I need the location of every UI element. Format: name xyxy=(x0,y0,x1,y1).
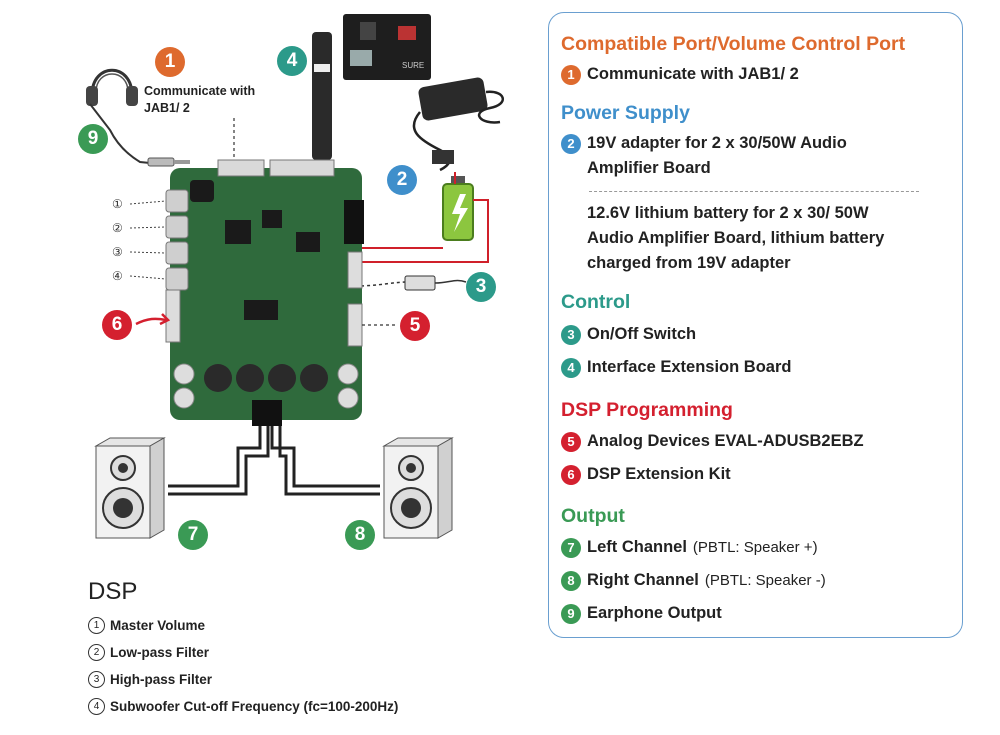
row-6: 6 DSP Extension Kit xyxy=(561,462,731,487)
row-3: 3 On/Off Switch xyxy=(561,322,696,347)
dsp-item-label: Master Volume xyxy=(110,618,206,633)
lithium-battery-icon xyxy=(442,176,474,241)
dsp-item-master-volume: 1 Master Volume xyxy=(88,612,398,639)
switch-connector-icon xyxy=(354,275,467,291)
info-panel: Compatible Port/Volume Control Port 1 Co… xyxy=(548,12,963,638)
callout-1-text: Communicate with JAB1/ 2 xyxy=(144,84,256,115)
row-text-7: Left Channel xyxy=(587,538,687,556)
row-text-2-line1: 19V adapter for 2 x 30/50W Audio xyxy=(587,134,847,152)
interface-extension-board-icon: SURE xyxy=(343,14,431,80)
row-text-2b-line2: Audio Amplifier Board, lithium battery xyxy=(587,229,885,247)
battery-wire-positive xyxy=(355,199,489,263)
row-text-2b-line3: charged from 19V adapter xyxy=(587,254,791,272)
callout-4-badge: 4 xyxy=(277,46,307,76)
row-text-3: On/Off Switch xyxy=(587,325,697,343)
extension-antenna-icon xyxy=(312,32,332,160)
section-title-output: Output xyxy=(561,505,625,527)
callout-3-badge: 3 xyxy=(466,272,496,302)
section-title-control: Control xyxy=(561,291,631,313)
dsp-item-label: Low-pass Filter xyxy=(110,645,210,660)
row-badge-8: 8 xyxy=(561,571,581,591)
row-text-4: Interface Extension Board xyxy=(587,358,792,376)
row-text-5: Analog Devices EVAL-ADUSB2EBZ xyxy=(587,432,864,450)
callout-5-badge: 5 xyxy=(400,311,430,341)
row-5: 5 Analog Devices EVAL-ADUSB2EBZ xyxy=(561,429,864,454)
section-title-compatible-port: Compatible Port/Volume Control Port xyxy=(561,33,906,55)
headphones-icon xyxy=(86,68,190,167)
row-badge-7: 7 xyxy=(561,538,581,558)
dsp-item-label: High-pass Filter xyxy=(110,672,213,687)
left-speaker-icon xyxy=(94,437,166,539)
callout-6-badge: 6 xyxy=(102,310,132,340)
dsp-item-low-pass: 2 Low-pass Filter xyxy=(88,639,398,666)
arrow-6 xyxy=(135,317,167,326)
row-7: 7 Left Channel (PBTL: Speaker +) xyxy=(561,535,818,560)
dsp-knob-leaders: ① ② ③ ④ xyxy=(112,197,167,283)
dsp-item-number: 1 xyxy=(88,617,105,634)
section-title-power-supply: Power Supply xyxy=(561,102,690,124)
row-badge-1: 1 xyxy=(561,65,581,85)
row-2b: 12.6V lithium battery for 2 x 30/ 50W Au… xyxy=(587,201,884,276)
knob-label-3: ③ xyxy=(112,245,123,259)
row-text-8: Right Channel xyxy=(587,571,699,589)
extension-board-logo: SURE xyxy=(402,61,424,70)
row-sub-8: (PBTL: Speaker -) xyxy=(704,572,826,589)
row-2: 2 19V adapter for 2 x 30/50W Audio Ampli… xyxy=(561,131,847,181)
row-badge-2: 2 xyxy=(561,134,581,154)
dsp-item-high-pass: 3 High-pass Filter xyxy=(88,666,398,693)
row-badge-9: 9 xyxy=(561,604,581,624)
row-text-2b-line1: 12.6V lithium battery for 2 x 30/ 50W xyxy=(587,204,869,222)
row-9: 9 Earphone Output xyxy=(561,601,722,626)
row-8: 8 Right Channel (PBTL: Speaker -) xyxy=(561,568,826,593)
row-text-1: Communicate with JAB1/ 2 xyxy=(587,65,799,83)
dsp-item-subwoofer-cutoff: 4 Subwoofer Cut-off Frequency (fc=100-20… xyxy=(88,693,398,720)
callout-2-badge: 2 xyxy=(387,165,417,195)
dsp-legend-title: DSP xyxy=(88,578,138,605)
callout-1-badge: 1 xyxy=(155,47,185,77)
amplifier-pcb-board xyxy=(165,159,364,426)
callout-7-badge: 7 xyxy=(178,520,208,550)
row-badge-4: 4 xyxy=(561,358,581,378)
row-4: 4 Interface Extension Board xyxy=(561,355,791,380)
dsp-legend: DSP 1 Master Volume 2 Low-pass Filter 3 … xyxy=(88,578,398,720)
speaker-cables xyxy=(168,426,380,496)
callout-8-badge: 8 xyxy=(345,520,375,550)
power-adapter-icon xyxy=(412,77,504,172)
right-speaker-icon xyxy=(382,437,454,539)
row-badge-6: 6 xyxy=(561,465,581,485)
row-text-6: DSP Extension Kit xyxy=(587,465,731,483)
row-badge-5: 5 xyxy=(561,432,581,452)
row-text-9: Earphone Output xyxy=(587,604,722,622)
row-sub-7: (PBTL: Speaker +) xyxy=(692,539,818,556)
row-1: 1 Communicate with JAB1/ 2 xyxy=(561,62,799,87)
section-title-dsp-programming: DSP Programming xyxy=(561,399,733,421)
dsp-item-number: 4 xyxy=(88,698,105,715)
callout-9-badge: 9 xyxy=(78,124,108,154)
dsp-item-label: Subwoofer Cut-off Frequency (fc=100-200H… xyxy=(110,699,399,714)
dsp-item-number: 2 xyxy=(88,644,105,661)
row-text-2-line2: Amplifier Board xyxy=(587,159,711,177)
knob-label-4: ④ xyxy=(112,269,123,283)
knob-label-1: ① xyxy=(112,197,123,211)
dsp-item-number: 3 xyxy=(88,671,105,688)
row-badge-3: 3 xyxy=(561,325,581,345)
power-supply-divider xyxy=(589,191,919,192)
amplifier-board-diagram: SURE xyxy=(86,14,504,539)
knob-label-2: ② xyxy=(112,221,123,235)
